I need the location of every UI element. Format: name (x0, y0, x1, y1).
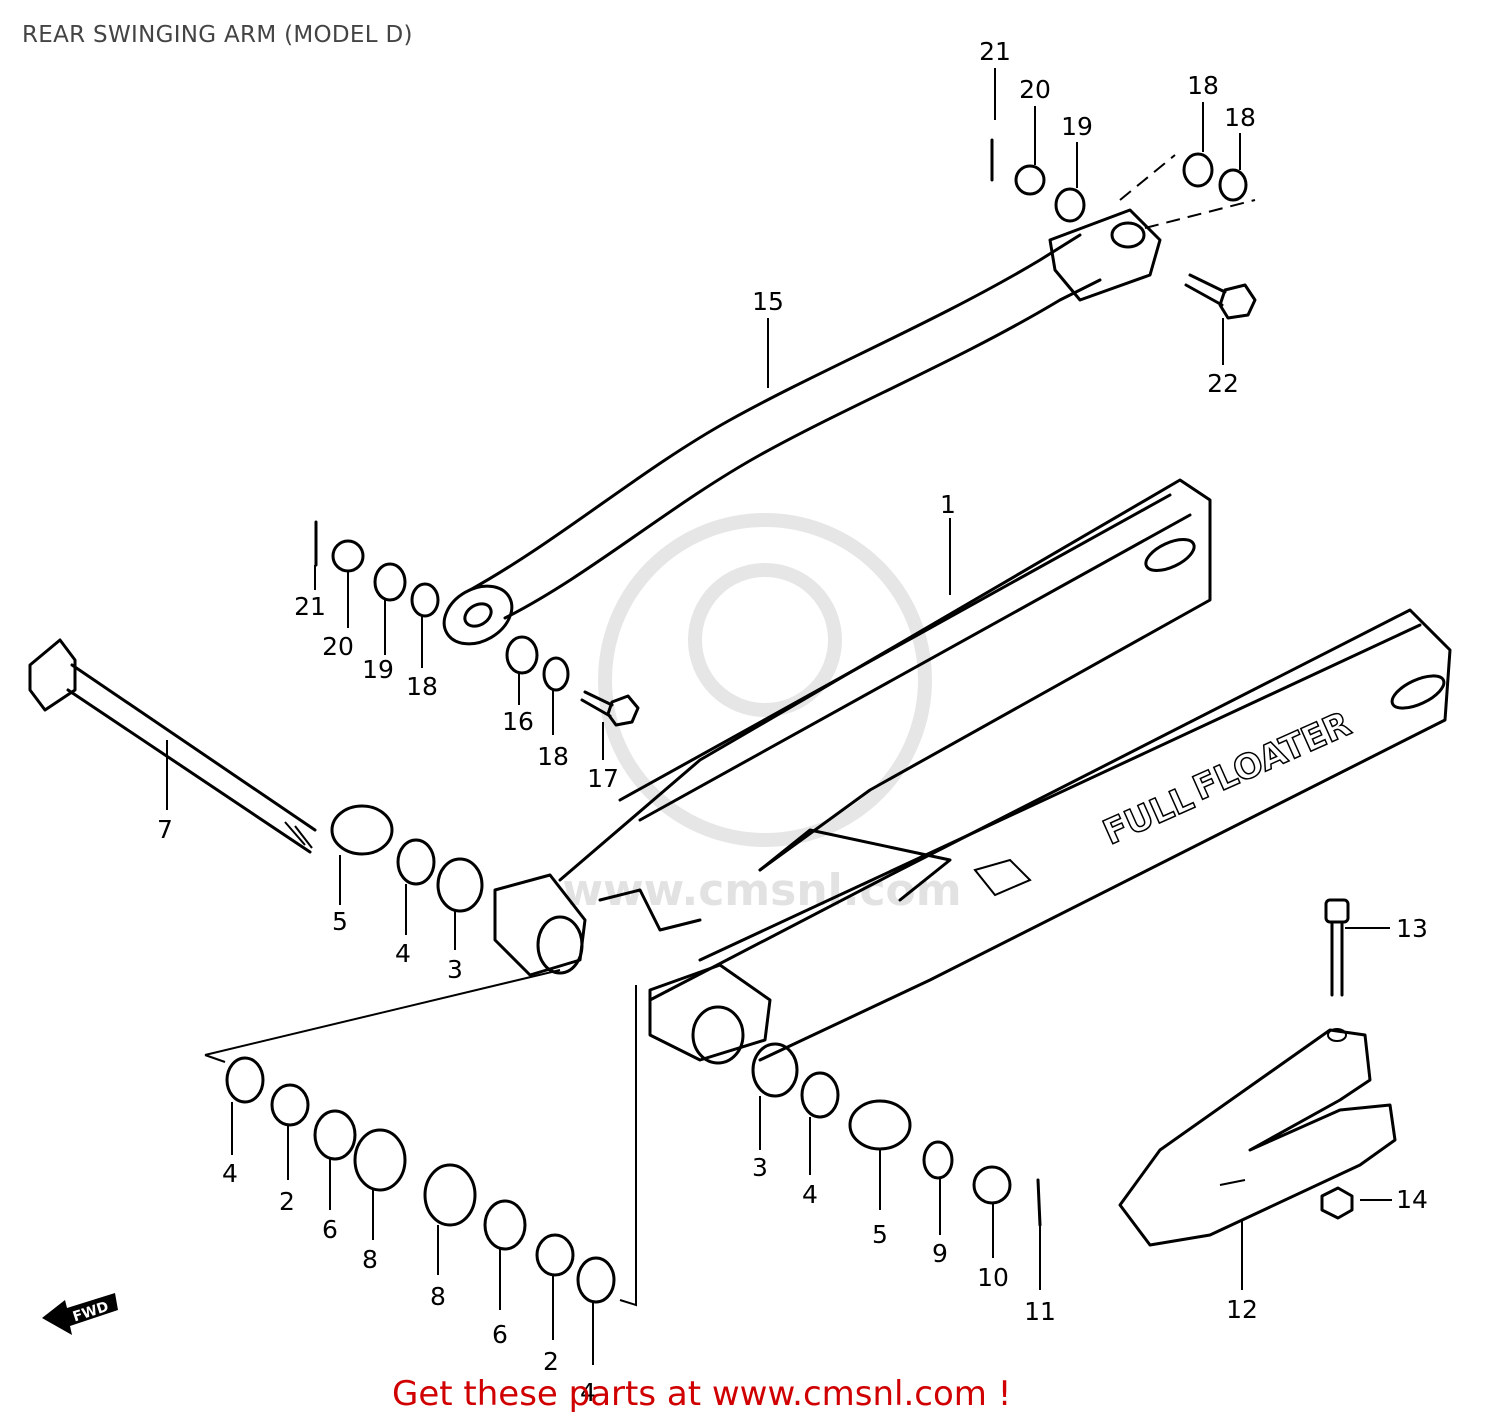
svg-text:FLOATER: FLOATER (1187, 704, 1357, 809)
pivot-bolt-7 (28, 638, 317, 854)
diagram-title: REAR SWINGING ARM (MODEL D) (22, 22, 413, 48)
callout-7: 7 (157, 815, 173, 844)
callout-1: 1 (940, 490, 956, 519)
seal-4a (396, 838, 436, 886)
seal-4d (800, 1071, 840, 1119)
bushing-16 (505, 635, 539, 675)
bolt-17 (580, 690, 640, 727)
washer-19b (373, 562, 407, 602)
washer-18d (542, 656, 570, 692)
callout-labels: 21 20 19 18 18 15 22 1 21 20 19 18 16 18… (157, 37, 1428, 1370)
callout-4: 4 (395, 939, 411, 968)
callout-17: 17 (587, 764, 619, 793)
spacer-5a (330, 804, 394, 856)
callout-5: 5 (332, 907, 348, 936)
callout-4: 4 (580, 1378, 596, 1407)
watermark-logo: www.cmsnl.com (562, 513, 962, 916)
torque-rod-15 (442, 208, 1162, 646)
fwd-label: FWD (71, 1299, 111, 1326)
washer-18c (410, 582, 440, 618)
callout-22: 22 (1207, 369, 1239, 398)
callout-15: 15 (752, 287, 784, 316)
bushing-2a (270, 1083, 310, 1127)
callout-4: 4 (222, 1159, 238, 1188)
callout-18: 18 (537, 742, 569, 771)
callout-18: 18 (1224, 103, 1256, 132)
washer-6a (313, 1109, 357, 1161)
callout-9: 9 (932, 1239, 948, 1268)
callout-14: 14 (1396, 1185, 1428, 1214)
callout-21: 21 (294, 592, 326, 621)
callout-19: 19 (362, 655, 394, 684)
callout-20: 20 (322, 632, 354, 661)
forward-direction-arrow: FWD (42, 1293, 118, 1335)
callout-6: 6 (492, 1320, 508, 1349)
svg-text:FULL: FULL (1097, 778, 1199, 853)
bushing-18a (1182, 152, 1214, 188)
callout-3: 3 (752, 1153, 768, 1182)
bearing-3a (436, 857, 484, 913)
callout-4: 4 (802, 1180, 818, 1209)
castle-nut-20b (331, 539, 365, 573)
cap-8a (353, 1128, 407, 1192)
washer-19a (1054, 187, 1086, 223)
callout-5: 5 (872, 1220, 888, 1249)
washer-18b (1218, 168, 1248, 202)
cap-8b (423, 1163, 477, 1227)
washer-6b (483, 1199, 527, 1251)
seal-4b (225, 1056, 265, 1104)
callout-21: 21 (979, 37, 1011, 66)
callout-8: 8 (430, 1282, 446, 1311)
chain-case-12 (1118, 1028, 1397, 1247)
bushing-2b (535, 1233, 575, 1277)
callout-2: 2 (543, 1347, 559, 1370)
leader-lines (166, 68, 1392, 1365)
bearing-3b (751, 1042, 799, 1098)
castle-nut-20a (1014, 164, 1046, 196)
footer-link-banner[interactable]: Get these parts at www.cmsnl.com ! (392, 1374, 1012, 1414)
callout-3: 3 (447, 955, 463, 984)
watermark-text: www.cmsnl.com (562, 865, 961, 916)
bolt-22 (1184, 273, 1257, 320)
callout-13: 13 (1396, 914, 1428, 943)
callout-12: 12 (1226, 1295, 1258, 1324)
callout-10: 10 (977, 1263, 1009, 1292)
callout-18: 18 (1187, 71, 1219, 100)
spacer-5b (848, 1099, 912, 1151)
callout-6: 6 (322, 1215, 338, 1244)
callout-16: 16 (502, 707, 534, 736)
cotter-pin-11 (1036, 1178, 1042, 1227)
callout-11: 11 (1024, 1297, 1056, 1326)
seal-4c (576, 1256, 616, 1304)
washer-9 (922, 1140, 954, 1180)
castle-nut-10 (972, 1165, 1012, 1205)
callout-8: 8 (362, 1245, 378, 1274)
callout-2: 2 (279, 1187, 295, 1216)
nut-14 (1320, 1186, 1354, 1220)
assembly-lines (204, 154, 1256, 1307)
exploded-parts-diagram: www.cmsnl.com (28, 37, 1452, 1370)
bolt-13 (1324, 898, 1350, 997)
callout-19: 19 (1061, 112, 1093, 141)
callout-18: 18 (406, 672, 438, 701)
callout-20: 20 (1019, 75, 1051, 104)
small-hardware (225, 138, 1248, 1304)
